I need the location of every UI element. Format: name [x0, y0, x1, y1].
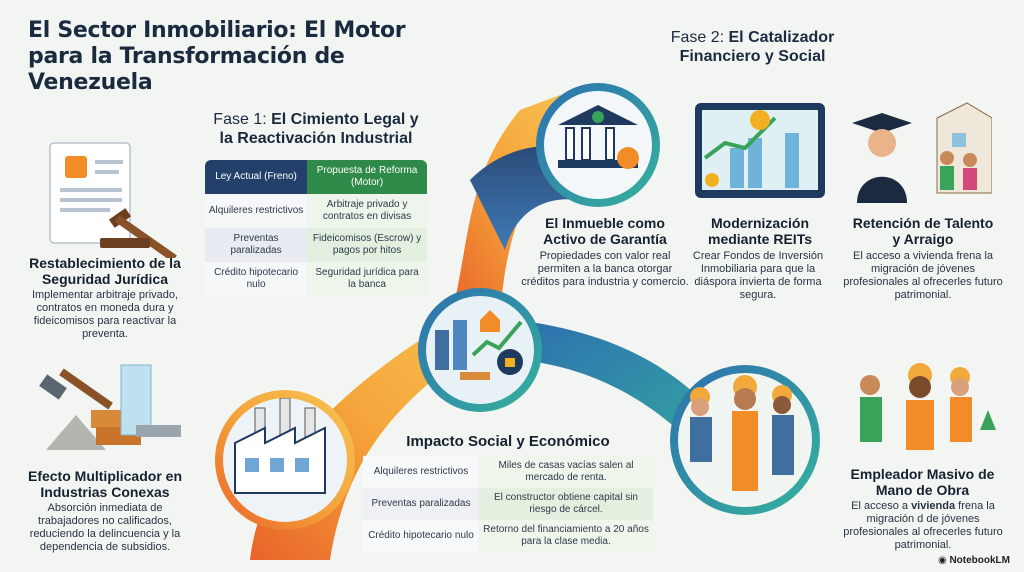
multiplicador-title: Efecto Multiplicador en Industrias Conex… [27, 468, 182, 500]
empleador-text-bold: vivienda [911, 500, 956, 512]
empleador-text: El acceso a vivienda frena la migración … [838, 500, 1008, 552]
garantia-text: Propiedades con valor real permiten a la… [521, 250, 689, 288]
construction-materials-icon [39, 364, 181, 450]
seguridad-text: Implementar arbitraje privado, contratos… [31, 289, 179, 340]
garantia-title: El Inmueble como Activo de Garantía [543, 215, 667, 247]
empleador-title: Empleador Masivo de Mano de Obra [850, 466, 995, 498]
brand-watermark: ◉ NotebookLM [938, 555, 1010, 566]
table-row: Alquileres restrictivos Arbitraje privad… [205, 194, 427, 228]
brand-icon: ◉ [937, 555, 950, 566]
table-cell: El constructor obtiene capital sin riesg… [479, 488, 653, 520]
diverse-workers-icon [860, 363, 996, 450]
table-header: Ley Actual (Freno) [205, 160, 308, 194]
table-cell: Seguridad jurídica para la banca [307, 262, 427, 296]
fase-1-heading: Fase 1: El Cimiento Legal y la Reactivac… [205, 110, 427, 148]
fase-2-prefix: Fase 2: [670, 29, 725, 46]
workers-icon [690, 375, 794, 491]
fase-2-heading: Fase 2: El Catalizador Financiero y Soci… [660, 28, 845, 66]
table-cell: Arbitraje privado y contratos en divisas [307, 194, 427, 228]
table-cell: Preventas paralizadas [363, 488, 479, 520]
gavel-document-icon [49, 142, 177, 258]
table-row: Preventas paralizadas Fideicomisos (Escr… [205, 228, 427, 262]
talento-title: Retención de Talento y Arraigo [852, 215, 994, 247]
impacto-title: Impacto Social y Económico [406, 433, 610, 450]
multiplicador-text: Absorción inmediata de trabajadores no c… [29, 502, 181, 553]
impacto-table: Alquileres restrictivos Miles de casas v… [363, 456, 653, 552]
table-row: Crédito hipotecario nulo Seguridad juríd… [205, 262, 427, 296]
page-title: El Sector Inmobiliario: El Motor para la… [28, 18, 406, 95]
fase-1-title: El Cimiento Legal y la Reactivación Indu… [219, 111, 419, 147]
fase-1-table: Ley Actual (Freno) Propuesta de Reforma … [205, 160, 427, 296]
table-header: Propuesta de Reforma (Motor) [307, 160, 427, 194]
reits-title: Modernización mediante REITs [708, 215, 812, 247]
graduate-family-icon [852, 102, 992, 203]
bank-icon [558, 105, 639, 169]
table-cell: Alquileres restrictivos [363, 456, 479, 488]
brand-label: NotebookLM [949, 555, 1010, 566]
fase-1-prefix: Fase 1: [213, 111, 267, 128]
talento-text: El acceso a vivienda frena la migración … [843, 250, 1003, 301]
seguridad-title: Restablecimiento de la Seguridad Jurídic… [29, 255, 181, 287]
table-cell: Crédito hipotecario nulo [363, 520, 479, 552]
reits-text: Crear Fondos de Inversión Inmobiliaria p… [692, 250, 824, 301]
empleador-text-post: frena la migración d de jóvenes profesio… [843, 500, 1003, 551]
empleador-text-pre: El acceso a [851, 500, 912, 512]
hub-growth-icon [435, 310, 523, 380]
fase-2-title: El Catalizador Financiero y Social [679, 29, 835, 65]
table-row: Crédito hipotecario nulo Retorno del fin… [363, 520, 653, 552]
factory-icon [234, 398, 326, 494]
table-cell: Retorno del financiamiento a 20 años par… [479, 520, 653, 552]
table-row: Alquileres restrictivos Miles de casas v… [363, 456, 653, 488]
table-cell: Miles de casas vacías salen al mercado d… [479, 456, 653, 488]
table-cell: Preventas paralizadas [205, 228, 308, 262]
table-cell: Alquileres restrictivos [205, 194, 308, 228]
reits-monitor-icon [695, 103, 825, 198]
table-cell: Fideicomisos (Escrow) y pagos por hitos [307, 228, 427, 262]
table-cell: Crédito hipotecario nulo [205, 262, 308, 296]
table-row: Preventas paralizadas El constructor obt… [363, 488, 653, 520]
